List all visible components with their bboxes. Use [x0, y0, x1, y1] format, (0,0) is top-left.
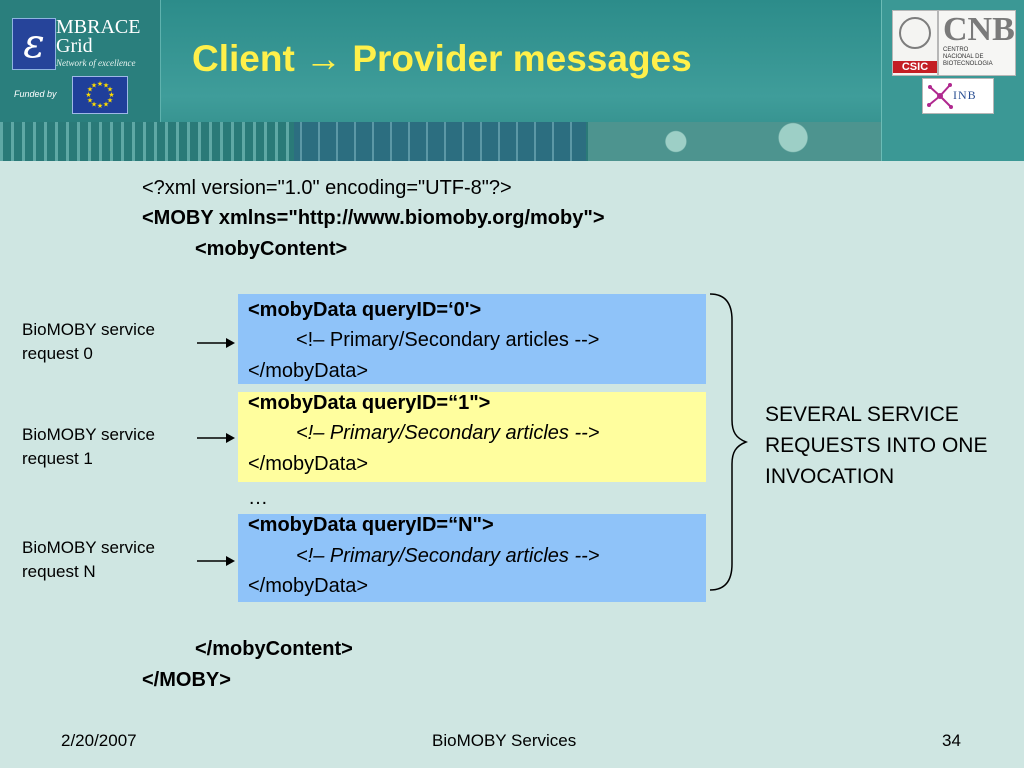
embrace-logo-text: MBRACE Grid: [56, 16, 141, 57]
inb-network-icon: [927, 83, 953, 109]
svg-text:★: ★: [91, 82, 97, 90]
eu-flag-icon: ★ ★ ★ ★ ★ ★ ★ ★ ★ ★ ★ ★: [72, 76, 128, 114]
svg-text:★: ★: [103, 101, 109, 109]
svg-text:★: ★: [103, 82, 109, 90]
funded-by-label: Funded by: [14, 89, 57, 99]
footer-title: BioMOBY Services: [432, 731, 577, 750]
partner-logos: CSIC CNB CENTRO NACIONAL DE BIOTECNOLOGI…: [881, 0, 1024, 161]
slide-header: ε MBRACE Grid Network of excellence Fund…: [0, 0, 1024, 161]
moby-data-block-1: <mobyData queryID=“1"> <!– Primary/Secon…: [238, 392, 706, 482]
arrow-right-icon: [197, 433, 235, 443]
moby-data-block-n: <mobyData queryID=“N"> <!– Primary/Secon…: [238, 514, 706, 602]
svg-text:★: ★: [91, 101, 97, 109]
arrow-right-icon: [197, 338, 235, 348]
moby-data-close-tag: </mobyData>: [248, 575, 369, 597]
svg-text:★: ★: [85, 91, 91, 99]
slide-title: Client → Provider messages: [192, 38, 692, 79]
svg-text:★: ★: [87, 86, 93, 94]
inb-logo-text: INB: [953, 88, 977, 102]
moby-data-open-tag: <mobyData queryID=“1">: [248, 392, 491, 414]
request-label-0: BioMOBY service request 0: [22, 320, 155, 363]
moby-data-close-tag: </mobyData>: [248, 360, 369, 382]
inb-logo: INB: [922, 78, 994, 114]
svg-text:★: ★: [107, 86, 113, 94]
ellipsis: …: [248, 487, 268, 509]
footer-date: 2/20/2007: [61, 731, 137, 750]
moby-content-close-tag: </mobyContent>: [195, 638, 353, 660]
right-curly-brace-icon: [709, 293, 748, 591]
svg-text:★: ★: [108, 91, 114, 99]
moby-close-tag: </MOBY>: [142, 669, 231, 691]
arrow-right-icon: [197, 556, 235, 566]
cnb-logo-text: CNB: [943, 11, 1015, 48]
header-photo-strip: [0, 122, 881, 161]
cell-microscopy-image: [588, 122, 881, 161]
xml-declaration: <?xml version="1.0" encoding="UTF-8"?>: [142, 177, 512, 199]
moby-open-tag: <MOBY xmlns="http://www.biomoby.org/moby…: [142, 207, 605, 229]
request-label-n: BioMOBY service request N: [22, 538, 155, 581]
moby-data-comment: <!– Primary/Secondary articles -->: [296, 329, 600, 351]
svg-text:★: ★: [87, 97, 93, 105]
data-grid-image: [294, 122, 586, 161]
page-number: 34: [942, 731, 961, 750]
moby-data-open-tag: <mobyData queryID=‘0'>: [248, 299, 482, 321]
embrace-emblem-icon: ε: [12, 18, 56, 70]
embrace-tagline: Network of excellence: [56, 58, 136, 68]
cnb-logo: CNB CENTRO NACIONAL DE BIOTECNOLOGIA: [938, 10, 1016, 76]
csic-logo: CSIC: [892, 10, 938, 76]
moby-content-open-tag: <mobyContent>: [195, 238, 348, 260]
svg-text:★: ★: [97, 102, 103, 110]
svg-text:★: ★: [107, 97, 113, 105]
csic-logo-text: CSIC: [893, 61, 937, 73]
circuit-board-image: [0, 122, 292, 161]
moby-data-open-tag: <mobyData queryID=“N">: [248, 514, 494, 536]
moby-data-block-0: <mobyData queryID=‘0'> <!– Primary/Secon…: [238, 294, 706, 384]
embrace-grid-logo: ε MBRACE Grid Network of excellence Fund…: [0, 0, 161, 122]
moby-data-comment: <!– Primary/Secondary articles -->: [296, 545, 600, 567]
csic-emblem-icon: [899, 17, 931, 49]
batch-invocation-note: SEVERAL SERVICE REQUESTS INTO ONE INVOCA…: [765, 403, 988, 488]
cnb-subtitle: CENTRO NACIONAL DE BIOTECNOLOGIA: [943, 47, 993, 67]
request-label-1: BioMOBY service request 1: [22, 425, 155, 468]
svg-text:★: ★: [97, 80, 103, 88]
moby-data-close-tag: </mobyData>: [248, 453, 369, 475]
moby-data-comment: <!– Primary/Secondary articles -->: [296, 422, 600, 444]
